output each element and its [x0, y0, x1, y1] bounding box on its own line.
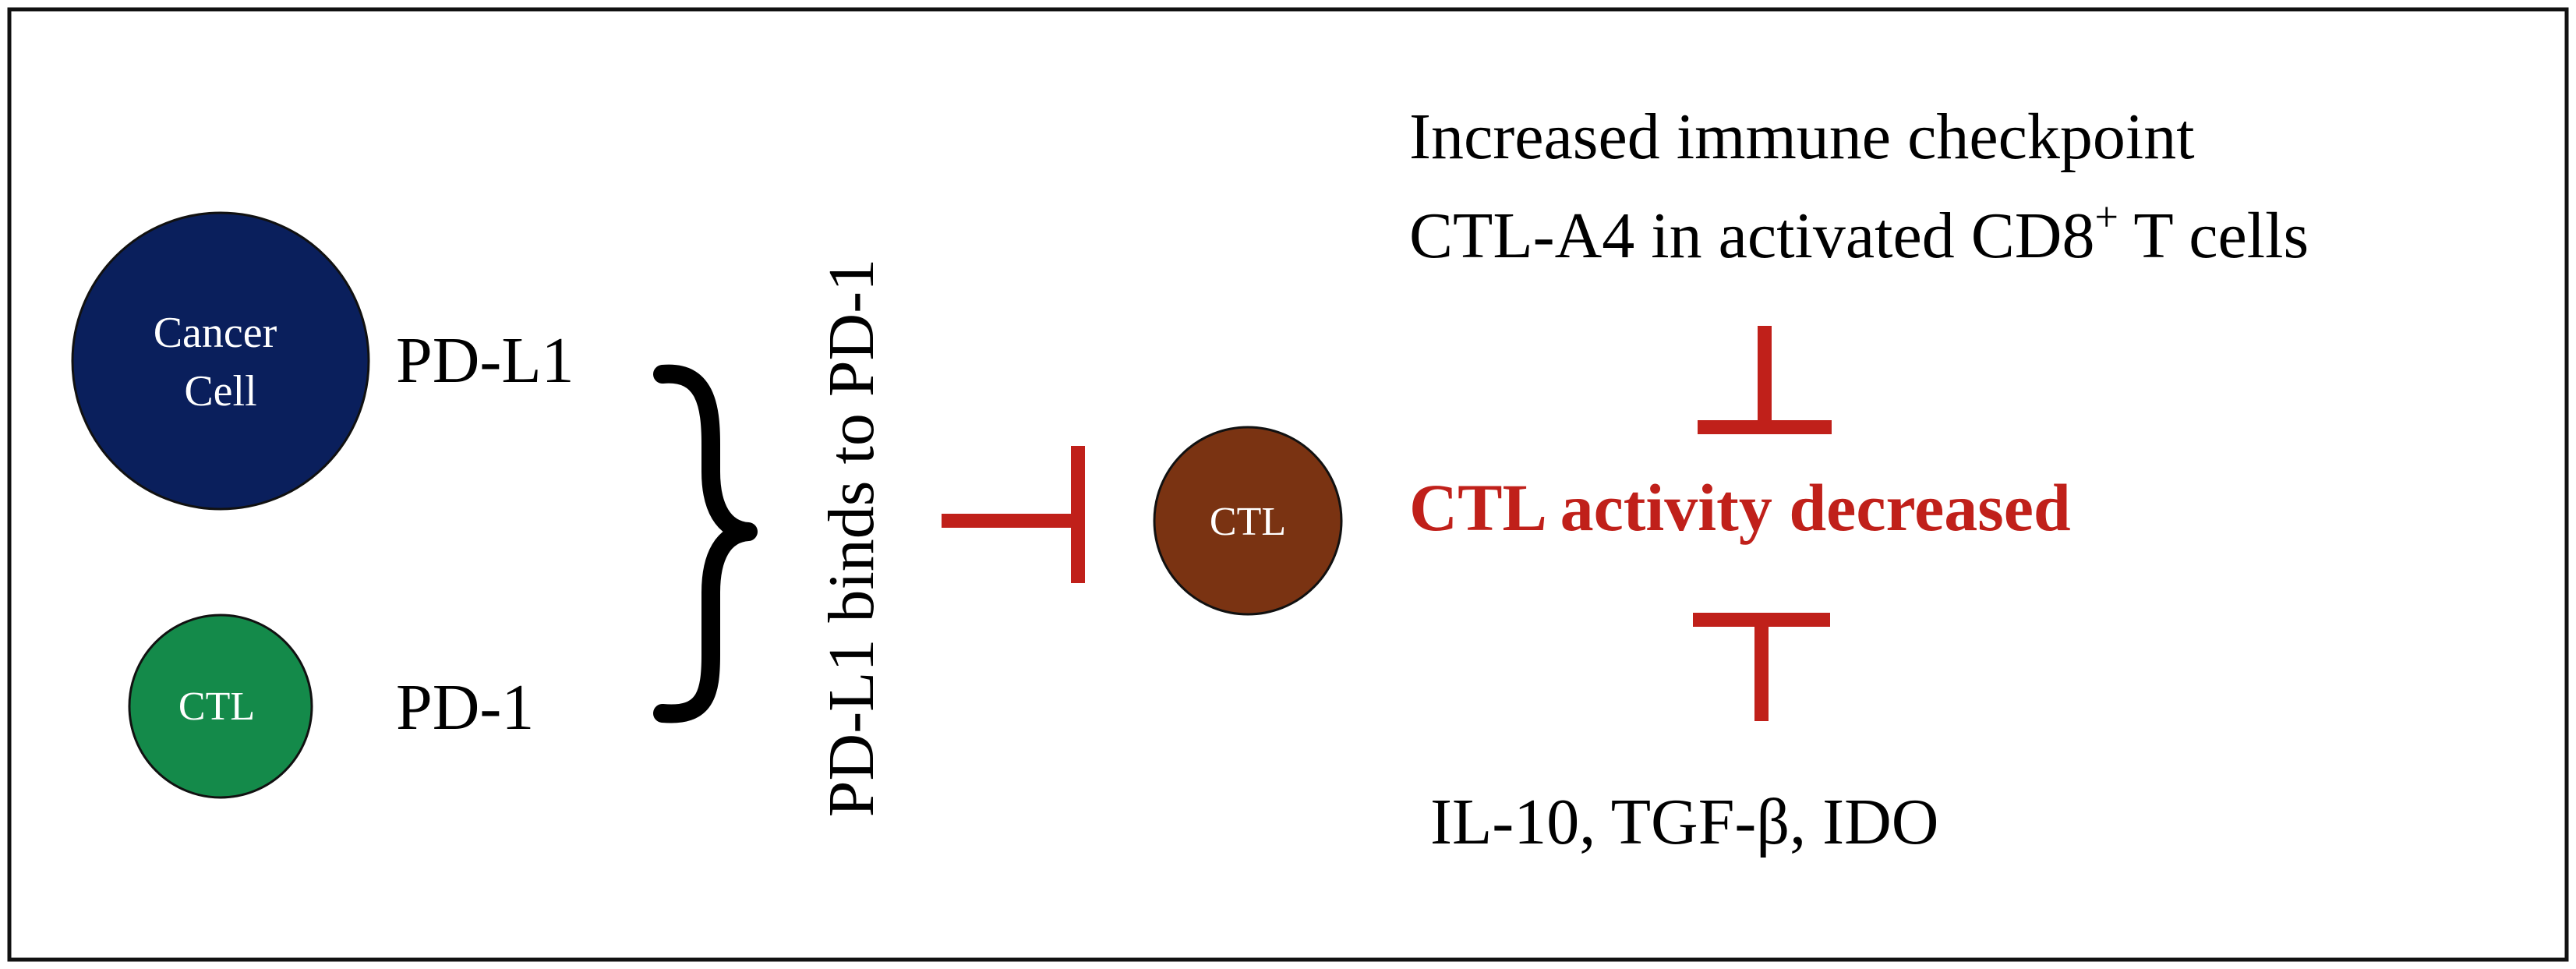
- cancer-cell: Cancer Cell: [71, 211, 370, 511]
- binding-label: PD-L1 binds to PD-1: [815, 259, 888, 817]
- checkpoint-text-line1: Increased immune checkpoint: [1409, 101, 2195, 173]
- ctl-cell-small-circle: [128, 614, 313, 799]
- curly-brace: [653, 364, 758, 723]
- pdl1-label: PD-L1: [396, 324, 574, 397]
- ctl-cell-small-label: CTL: [178, 684, 255, 729]
- ctl-cell-center-circle: [1153, 426, 1343, 616]
- outcome-text: CTL activity decreased: [1409, 470, 2071, 545]
- cancer-cell-circle: [71, 211, 370, 511]
- checkpoint-text-superscript: +: [2094, 193, 2118, 240]
- ctl-cell-small: CTL: [128, 614, 313, 799]
- inhibitors-text: IL-10, TGF-β, IDO: [1430, 786, 1938, 858]
- checkpoint-text-main: CTL-A4 in activated CD8: [1409, 200, 2094, 272]
- cancer-cell-label-line2: Cell: [184, 367, 256, 416]
- cancer-cell-label-line1: Cancer: [154, 309, 277, 357]
- inhibition-inhibitors-to-outcome: [1693, 613, 1830, 721]
- checkpoint-text-line2: CTL-A4 in activated CD8+ T cells: [1409, 193, 2309, 272]
- ctl-cell-center-label: CTL: [1210, 500, 1286, 544]
- ctl-cell-center: CTL: [1153, 426, 1343, 616]
- checkpoint-text-tail: T cells: [2118, 200, 2309, 272]
- pd1-label: PD-1: [396, 671, 534, 744]
- inhibition-checkpoint-to-outcome: [1698, 326, 1832, 434]
- inhibition-binding-to-ctl: [942, 446, 1085, 583]
